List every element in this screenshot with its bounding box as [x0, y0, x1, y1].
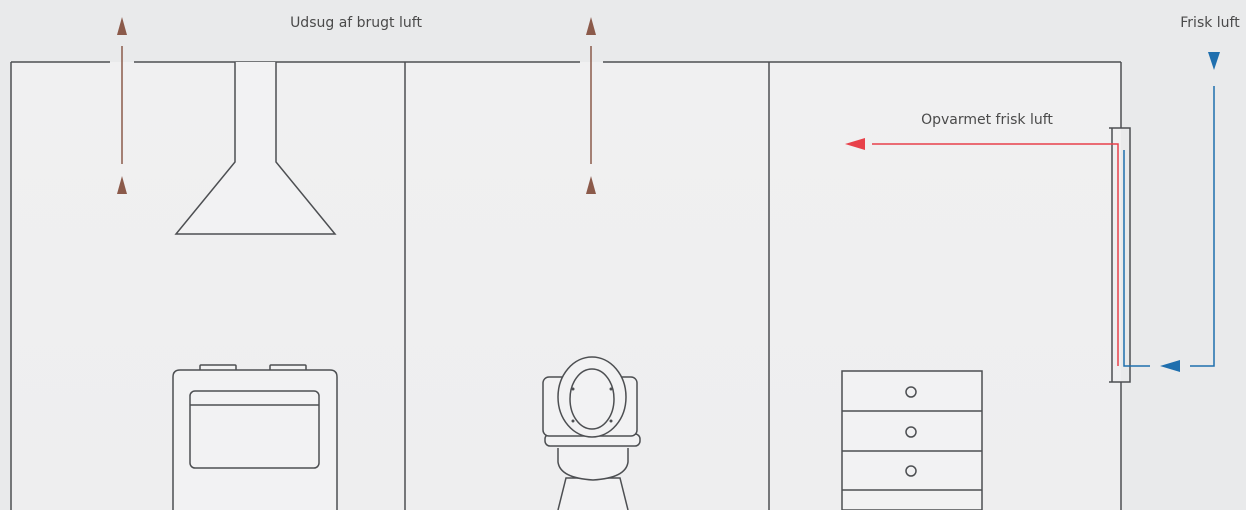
heated-fresh-air-label: Opvarmet frisk luft — [921, 112, 1053, 128]
wall-vent-icon — [1109, 127, 1131, 383]
dresser-icon — [841, 370, 983, 510]
house-outline — [10, 61, 1122, 510]
range-hood-icon — [174, 62, 337, 235]
toilet-icon — [542, 356, 641, 510]
fresh-air-arrow — [1123, 52, 1220, 372]
fresh-air-label: Frisk luft — [1180, 15, 1240, 31]
heated-fresh-air-arrow — [845, 138, 1119, 366]
exhaust-arrow-kitchen — [117, 17, 127, 194]
exhaust-arrow-bathroom — [586, 17, 596, 194]
exhaust-label: Udsug af brugt luft — [290, 15, 422, 31]
stove-icon — [172, 364, 338, 510]
